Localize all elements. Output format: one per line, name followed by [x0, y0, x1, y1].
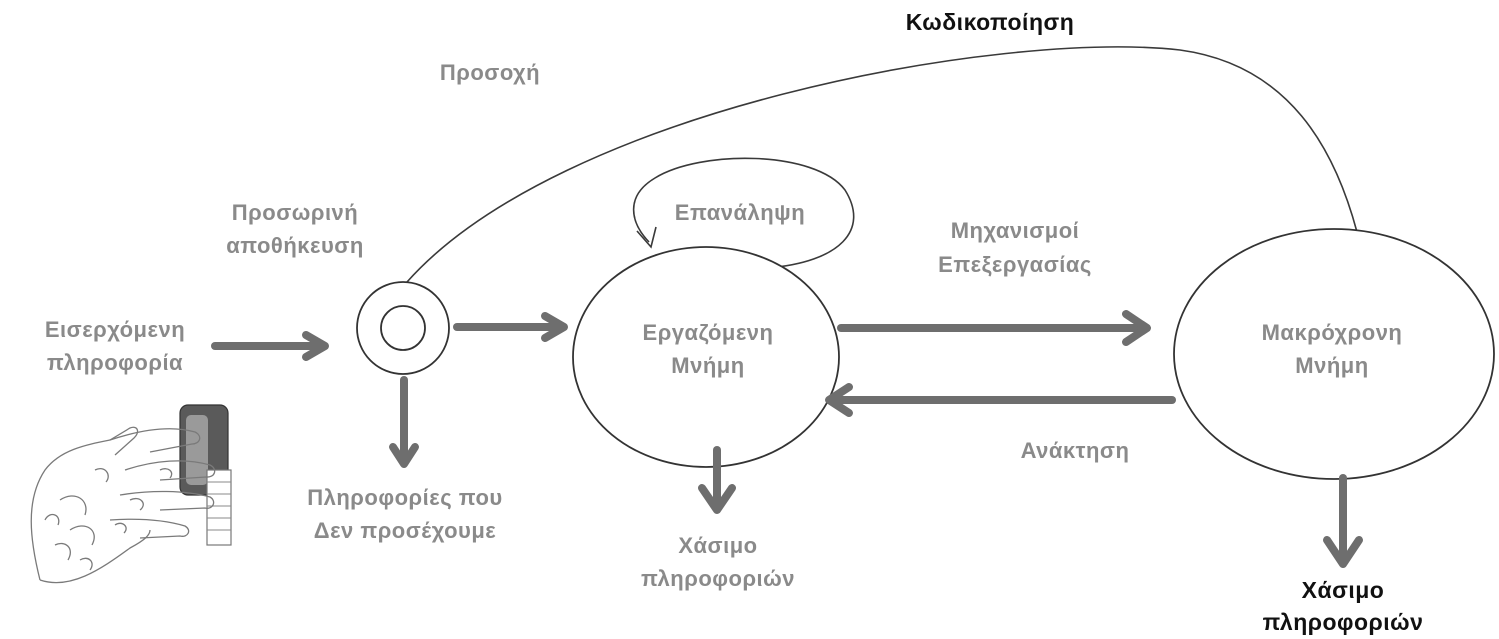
rehearsal-arrowhead	[636, 226, 657, 249]
input-label-line2: πληροφορία	[47, 350, 183, 375]
encoding-label: Κωδικοποίηση	[906, 9, 1075, 35]
input-label-line1: Εισερχόμενη	[45, 317, 185, 342]
processing-arrow	[837, 310, 1151, 346]
sensory-store-inner-circle	[380, 305, 426, 351]
store-loss-arrow	[389, 376, 419, 468]
rehearsal-label: Επανάληψη	[675, 200, 805, 225]
rehearsal-loop	[632, 157, 855, 269]
long-term-memory-node	[1173, 228, 1495, 480]
input-arrow	[211, 331, 329, 361]
sensory-store-label-line2: αποθήκευση	[226, 233, 364, 258]
unattended-label-line1: Πληροφορίες που	[307, 485, 502, 510]
working-memory-label-line2: Μνήμη	[671, 353, 744, 378]
unattended-label-line2: Δεν προσέχουμε	[314, 518, 497, 543]
attention-label: Προσοχή	[440, 60, 540, 85]
loss-wm-label-line1: Χάσιμο	[678, 533, 757, 558]
retrieval-label: Ανάκτηση	[1021, 438, 1130, 463]
sensory-store-label-line1: Προσωρινή	[232, 200, 358, 225]
long-term-memory-label-line1: Μακρόχρονη	[1262, 320, 1403, 345]
working-memory-label-line1: Εργαζόμενη	[643, 320, 774, 345]
ltm-loss-arrow	[1323, 474, 1363, 568]
processing-label-line2: Επεξεργασίας	[938, 252, 1092, 277]
loss-wm-label-line2: πληροφοριών	[641, 566, 795, 591]
loss-ltm-label-line2: πληροφοριών	[1263, 609, 1424, 635]
encoding-curve	[406, 46, 1358, 283]
store-to-wm-arrow	[453, 312, 568, 342]
processing-label-line1: Μηχανισμοί	[951, 218, 1080, 243]
working-memory-node	[572, 246, 840, 468]
loss-ltm-label-line1: Χάσιμο	[1302, 577, 1385, 603]
retrieval-arrow	[825, 383, 1176, 417]
hand-touch-icon	[30, 404, 232, 584]
long-term-memory-label-line2: Μνήμη	[1295, 353, 1368, 378]
wm-loss-arrow	[698, 446, 736, 514]
